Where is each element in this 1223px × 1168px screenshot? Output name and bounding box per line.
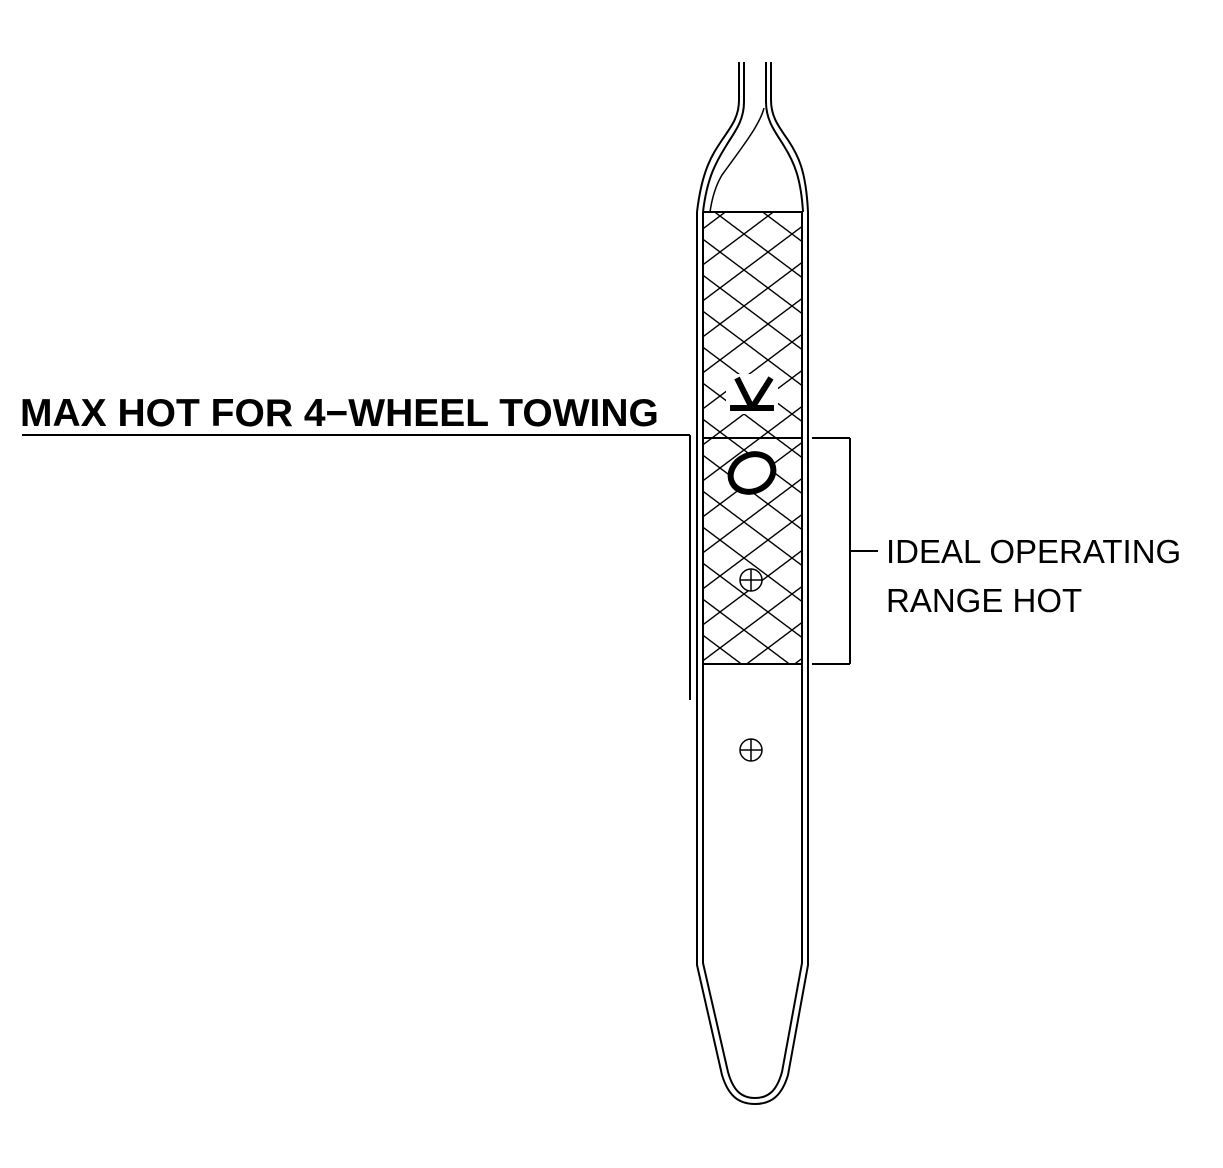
ideal-range-label-line1: IDEAL OPERATING	[886, 533, 1181, 570]
ok-marking: O K	[726, 374, 778, 495]
dipstick-blade	[696, 212, 809, 1106]
dipstick-neck	[696, 62, 809, 213]
max-hot-towing-label: MAX HOT FOR 4−WHEEL TOWING	[20, 392, 659, 435]
letter-k-mark	[726, 374, 778, 414]
max-hot-leader	[22, 434, 691, 700]
crosshair-marker-lower	[739, 738, 763, 762]
crosshair-marker-upper	[739, 568, 763, 592]
ideal-range-label-line2: RANGE HOT	[886, 582, 1082, 619]
letter-o-mark	[727, 451, 777, 495]
ideal-range-bracket	[812, 437, 878, 665]
